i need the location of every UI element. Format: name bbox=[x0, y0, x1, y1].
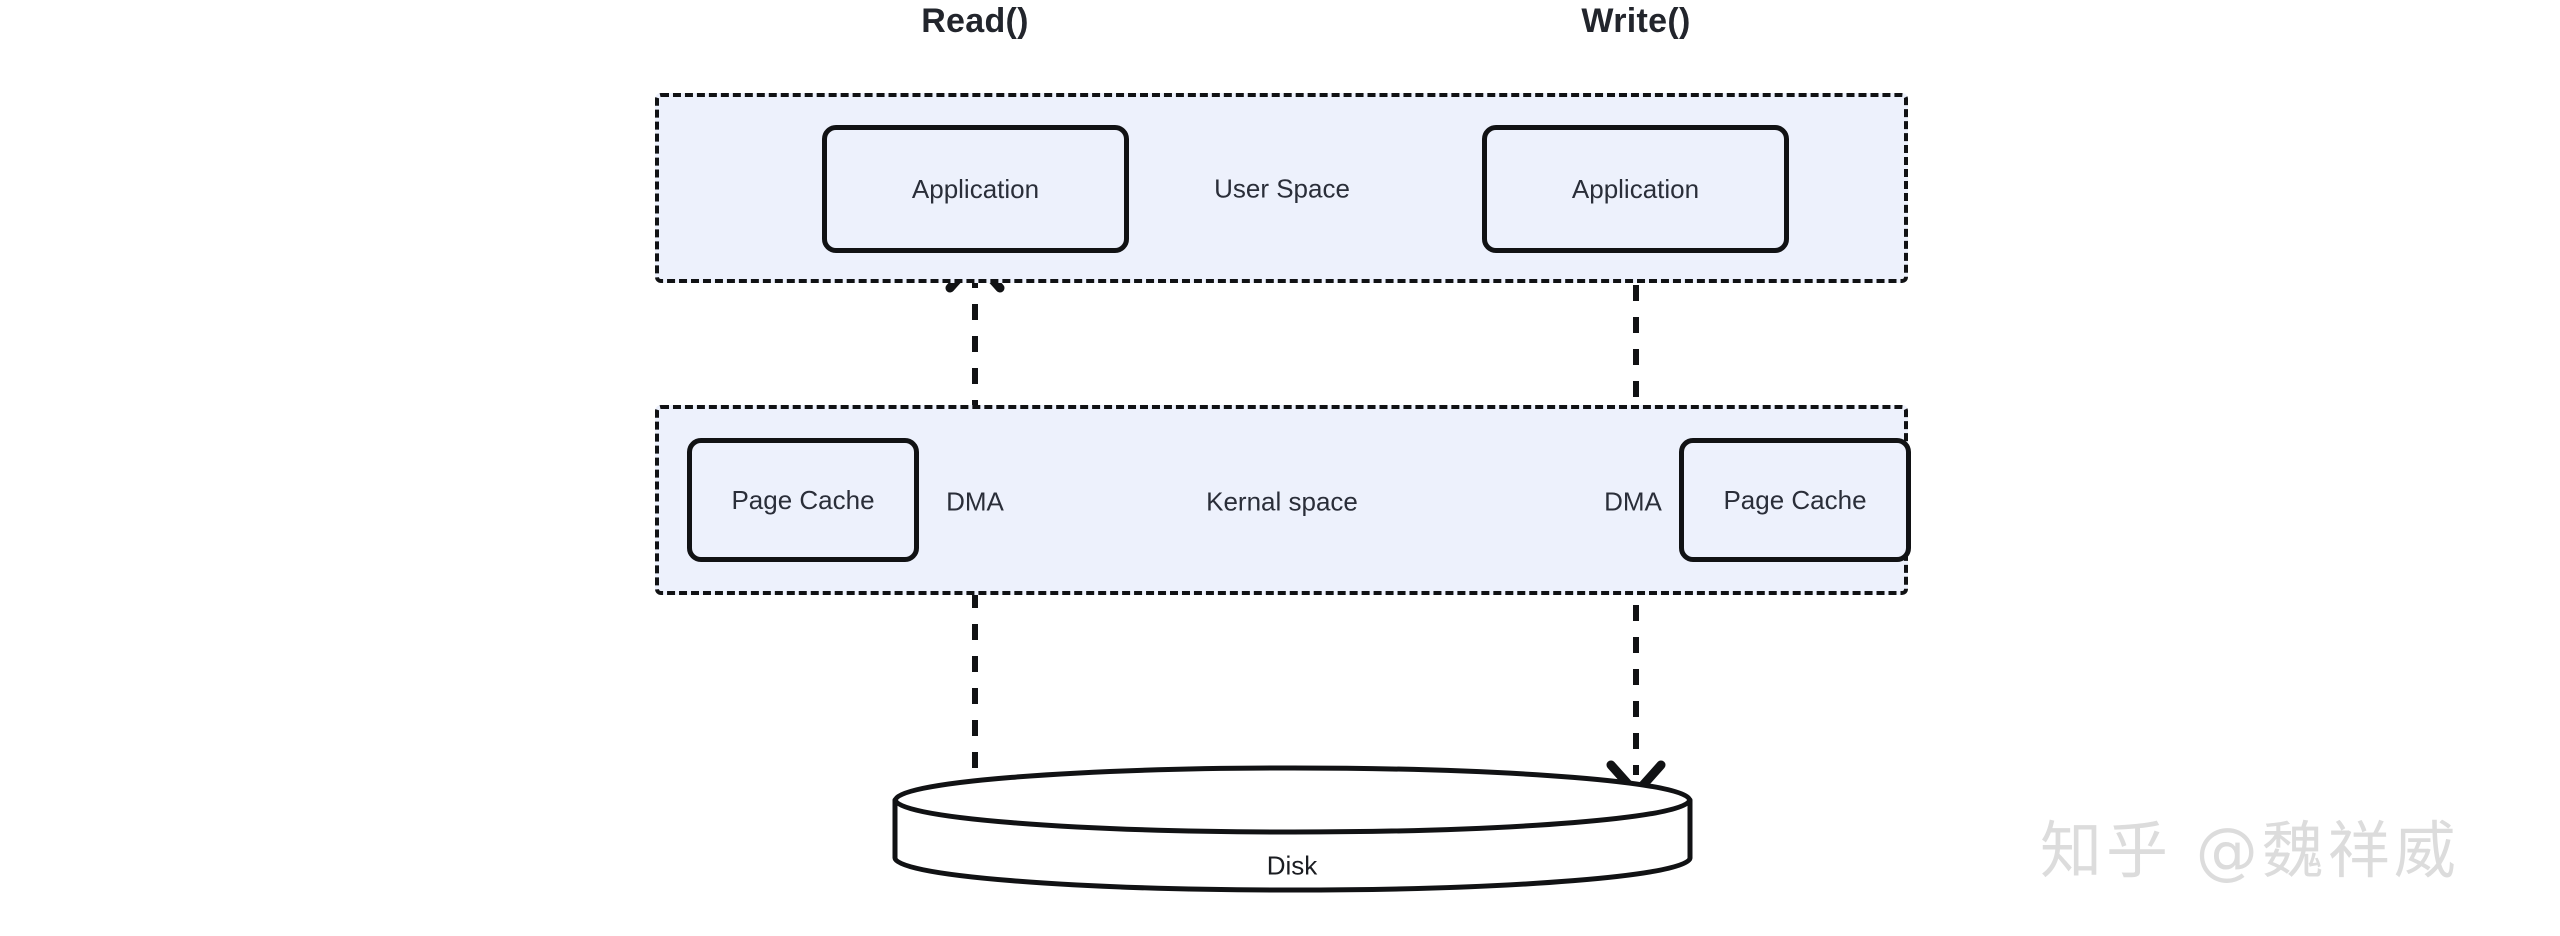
write-flow-arrowhead-down-icon bbox=[1606, 760, 1666, 798]
kernel-space-label: Kernal space bbox=[1206, 486, 1358, 517]
page-cache-box-write[interactable]: Page Cache bbox=[1679, 438, 1911, 562]
application-box-read-label: Application bbox=[911, 173, 1040, 204]
page-cache-box-read[interactable]: Page Cache bbox=[687, 438, 919, 562]
page-cache-box-read-label: Page Cache bbox=[731, 484, 875, 515]
read-operation-title: Read() bbox=[921, 2, 1029, 40]
user-space-label: User Space bbox=[1214, 173, 1350, 204]
application-box-read[interactable]: Application bbox=[822, 125, 1129, 253]
write-operation-title: Write() bbox=[1581, 2, 1691, 40]
disk-label: Disk bbox=[1266, 850, 1318, 881]
disk-top-ellipse bbox=[893, 765, 1692, 835]
application-box-write[interactable]: Application bbox=[1482, 125, 1789, 253]
watermark: 知乎 @魏祥威 bbox=[2040, 814, 2460, 887]
page-cache-box-write-label: Page Cache bbox=[1723, 484, 1867, 515]
dma-label-write: DMA bbox=[1604, 486, 1662, 517]
application-box-write-label: Application bbox=[1571, 173, 1700, 204]
dma-label-read: DMA bbox=[946, 486, 1004, 517]
